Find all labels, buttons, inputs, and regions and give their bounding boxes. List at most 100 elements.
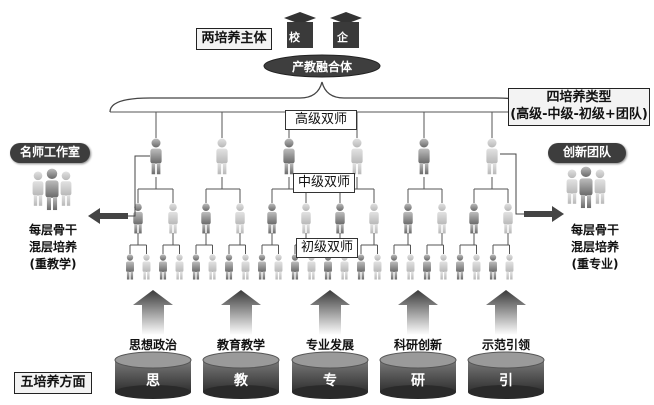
teacher-figure	[423, 254, 431, 280]
right-line3: (重专业)	[571, 257, 619, 271]
aspect-drum-char: 引	[499, 373, 513, 389]
teacher-figure	[335, 203, 345, 234]
teacher-figure	[283, 138, 295, 175]
aspect-drum-char: 教	[234, 373, 248, 389]
teacher-figure	[369, 203, 379, 234]
teacher-figure	[390, 254, 398, 280]
left-line2: 混层培养	[28, 240, 77, 254]
teacher-figure	[489, 254, 497, 280]
teacher-figure	[267, 203, 277, 234]
teacher-figure	[472, 254, 481, 280]
fusion-label: 产教融合体	[291, 60, 352, 74]
aspect-drum	[202, 351, 280, 399]
teacher-figure	[168, 203, 178, 234]
teacher-figure	[291, 254, 299, 280]
teacher-figure	[351, 138, 363, 175]
aspect-drum	[379, 351, 457, 399]
top-brace	[109, 81, 537, 113]
left-line1: 每层骨干	[28, 223, 77, 237]
aspect-caption: 专业发展	[305, 338, 354, 352]
teacher-figure	[301, 203, 311, 234]
teacher-figure	[159, 254, 167, 280]
teacher-figure	[208, 254, 217, 280]
up-arrow	[133, 290, 173, 335]
teacher-figure	[258, 254, 266, 280]
left-group-icon	[32, 168, 72, 211]
up-arrow	[221, 290, 261, 335]
teacher-figure	[307, 254, 316, 280]
teacher-figure	[357, 254, 365, 280]
fusion-ellipse	[263, 54, 381, 78]
teacher-figure	[150, 138, 162, 175]
upward-arrows	[133, 290, 526, 335]
teacher-figure	[418, 138, 430, 175]
two-subjects-title: 两培养主体	[196, 28, 272, 50]
aspect-drum	[467, 351, 545, 399]
senior-level-label: 高级双师	[285, 110, 357, 130]
aspect-drums	[114, 351, 545, 399]
up-arrow	[398, 290, 438, 335]
right-line2: 混层培养	[570, 240, 619, 254]
right-arrow	[524, 206, 564, 222]
school-icon	[284, 12, 316, 48]
aspect-drum-char: 专	[323, 373, 337, 389]
teacher-figure	[503, 203, 513, 234]
aspect-caption: 思想政治	[128, 338, 177, 352]
aspect-caption: 教育教学	[216, 338, 265, 352]
four-types-box: 四培养类型 (高级-中级-初级+团队)	[508, 88, 650, 126]
teacher-figure	[241, 254, 250, 280]
left-line3: (重教学)	[29, 257, 77, 271]
teacher-figure	[456, 254, 464, 280]
four-types-title: 四培养类型	[546, 90, 612, 105]
middle-level-label: 中级双师	[293, 173, 355, 193]
aspect-drum	[114, 351, 192, 399]
teacher-figure	[373, 254, 382, 280]
teacher-figure	[175, 254, 184, 280]
teacher-figure	[216, 138, 228, 175]
teacher-figure	[225, 254, 233, 280]
aspect-drum-char: 研	[411, 373, 425, 389]
teacher-figure	[486, 138, 498, 175]
left-side-text: 每层骨干 混层培养 (重教学)	[18, 222, 88, 273]
teacher-figure	[324, 254, 332, 280]
school-label: 校	[289, 31, 300, 44]
teacher-figure	[126, 254, 134, 280]
teacher-figure	[340, 254, 349, 280]
teacher-figure	[403, 203, 413, 234]
left-pill-studio: 名师工作室	[10, 143, 90, 163]
teacher-figure	[579, 166, 593, 209]
five-aspects-title: 五培养方面	[14, 372, 92, 394]
up-arrow	[486, 290, 526, 335]
teacher-figure	[32, 171, 44, 206]
right-pill-team: 创新团队	[548, 143, 626, 163]
aspect-caption: 科研创新	[393, 338, 442, 352]
right-line1: 每层骨干	[570, 223, 619, 237]
teacher-figure	[566, 169, 578, 204]
teacher-figure	[192, 254, 200, 280]
right-side-text: 每层骨干 混层培养 (重专业)	[560, 222, 630, 273]
teacher-figure	[133, 203, 143, 234]
teacher-figure	[142, 254, 151, 280]
teacher-figure	[274, 254, 283, 280]
teacher-figure	[201, 203, 211, 234]
four-types-subtitle: (高级-中级-初级+团队)	[510, 107, 648, 122]
teacher-figure	[594, 169, 606, 204]
teacher-figure	[235, 203, 245, 234]
junior-level-label: 初级双师	[296, 238, 358, 258]
enterprise-icon	[330, 12, 362, 48]
aspect-drum	[291, 351, 369, 399]
teacher-figure	[45, 168, 59, 211]
aspect-drum-char: 思	[146, 373, 160, 389]
teacher-figure	[437, 203, 447, 234]
left-arrow	[88, 208, 128, 224]
teacher-figure	[469, 203, 479, 234]
teacher-figure	[406, 254, 415, 280]
up-arrow	[310, 290, 350, 335]
teacher-figure	[439, 254, 448, 280]
right-group-icon	[566, 166, 606, 209]
enterprise-label: 企	[337, 31, 348, 44]
teacher-figure	[505, 254, 514, 280]
aspect-caption: 示范引领	[481, 338, 530, 352]
teacher-figure	[60, 171, 72, 206]
